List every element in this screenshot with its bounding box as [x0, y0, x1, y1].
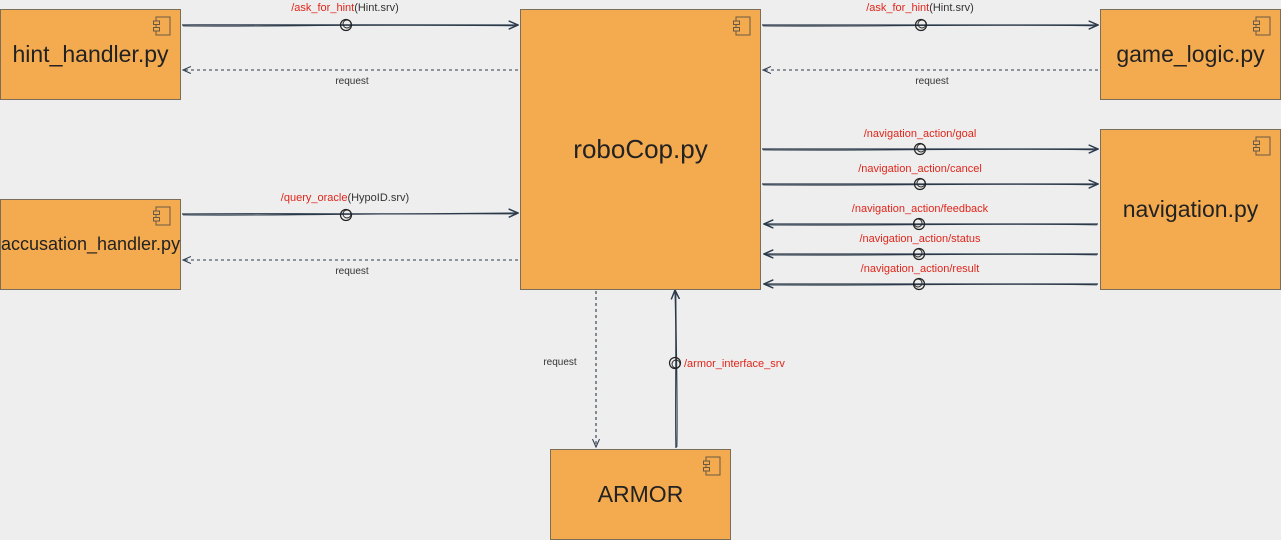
edge-query-reply: request: [183, 260, 518, 277]
edge-hint-ask-label: /ask_for_hint(Hint.srv): [291, 2, 399, 14]
node-navigation-label: navigation.py: [1122, 196, 1259, 222]
edge-nav-cancel: /navigation_action/cancel: [761, 163, 1098, 191]
edge-armor-request: request: [543, 291, 596, 447]
edge-armor-request-label: request: [543, 357, 577, 368]
node-game-logic[interactable]: game_logic.py: [1100, 9, 1281, 100]
interface-lollipop-icon: [912, 247, 926, 261]
edge-nav-goal: /navigation_action/goal: [761, 128, 1098, 156]
uml-component-icon: [1253, 16, 1271, 36]
uml-component-icon: [1253, 136, 1271, 156]
edge-nav-result-label: /navigation_action/result: [861, 263, 980, 275]
interface-lollipop-icon: [339, 208, 353, 222]
edge-nav-feedback: /navigation_action/feedback: [764, 203, 1099, 231]
edge-hint-reply: request: [183, 70, 518, 87]
edge-query-reply-label: request: [335, 266, 369, 277]
interface-lollipop-icon: [914, 18, 928, 32]
edge-nav-status: /navigation_action/status: [764, 233, 1099, 261]
interface-lollipop-icon: [339, 18, 353, 32]
interface-lollipop-icon: [912, 217, 926, 231]
node-armor-label: ARMOR: [597, 481, 684, 507]
edge-armor-srv: /armor_interface_srv: [668, 290, 785, 449]
edge-nav-feedback-label: /navigation_action/feedback: [852, 203, 989, 215]
node-armor[interactable]: ARMOR: [550, 449, 731, 540]
edge-game-ask-label: /ask_for_hint(Hint.srv): [866, 2, 974, 14]
node-accusation-handler[interactable]: accusation_handler.py: [0, 199, 181, 290]
uml-component-icon: [733, 16, 751, 36]
edge-nav-status-label: /navigation_action/status: [859, 233, 981, 245]
interface-lollipop-icon: [913, 142, 927, 156]
edge-nav-cancel-label: /navigation_action/cancel: [858, 163, 982, 175]
uml-component-icon: [153, 206, 171, 226]
edge-nav-result: /navigation_action/result: [764, 263, 1099, 291]
edge-game-reply-label: request: [915, 76, 949, 87]
node-robocop[interactable]: roboCop.py: [520, 9, 761, 290]
node-navigation[interactable]: navigation.py: [1100, 129, 1281, 290]
uml-component-icon: [153, 16, 171, 36]
edge-nav-goal-label: /navigation_action/goal: [864, 128, 977, 140]
interface-lollipop-icon: [668, 356, 682, 370]
node-hint-handler-label: hint_handler.py: [12, 41, 169, 67]
edge-game-ask: /ask_for_hint(Hint.srv): [761, 2, 1098, 32]
interface-lollipop-icon: [912, 277, 926, 291]
edge-hint-reply-label: request: [335, 76, 369, 87]
uml-component-icon: [703, 456, 721, 476]
edge-armor-srv-label: /armor_interface_srv: [684, 358, 785, 370]
edge-query-oracle-label: /query_oracle(HypoID.srv): [281, 192, 409, 204]
edge-game-reply: request: [763, 70, 1098, 87]
node-accusation-handler-label: accusation_handler.py: [0, 234, 181, 254]
edge-hint-ask: /ask_for_hint(Hint.srv): [181, 2, 518, 32]
node-game-logic-label: game_logic.py: [1116, 41, 1265, 67]
node-hint-handler[interactable]: hint_handler.py: [0, 9, 181, 100]
edge-query-oracle: /query_oracle(HypoID.srv): [181, 192, 518, 222]
interface-lollipop-icon: [913, 177, 927, 191]
node-robocop-label: roboCop.py: [573, 134, 708, 164]
